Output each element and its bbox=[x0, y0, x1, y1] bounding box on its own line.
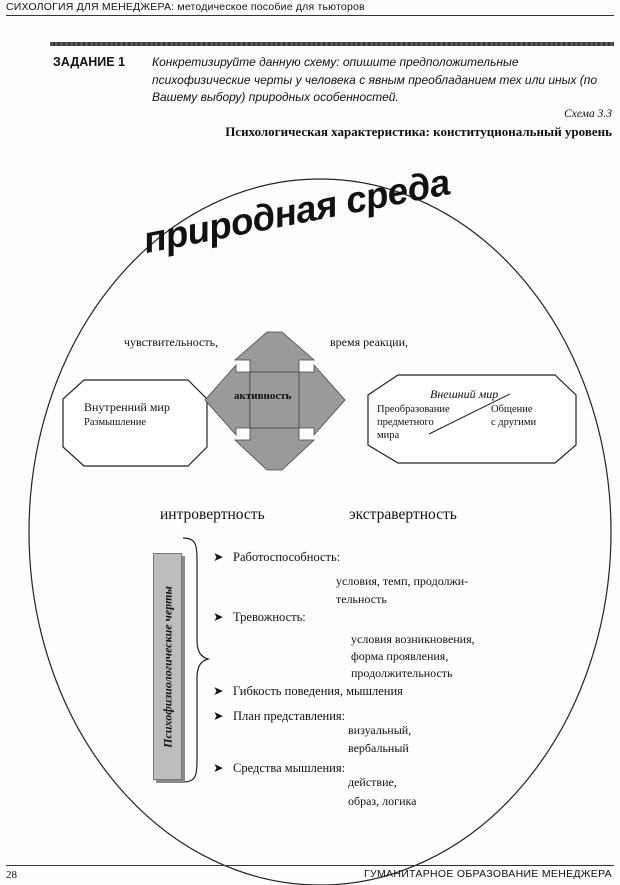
extraversion-label: экстравертность bbox=[349, 506, 457, 523]
banner-label: Психофизиологические черты bbox=[160, 585, 174, 748]
trait-title: Гибкость поведения, мышления bbox=[233, 684, 403, 698]
task-text: Конкретизируйте данную схему: опишите пр… bbox=[152, 55, 598, 104]
outer-world-title: Внешний мир bbox=[430, 387, 499, 401]
traits-brace bbox=[182, 537, 211, 783]
trait-item: ➤ План представления: bbox=[213, 708, 345, 724]
page-number: 28 bbox=[6, 869, 17, 881]
footer-text: ГУМАНИТАРНОЕ ОБРАЗОВАНИЕ МЕНЕДЖЕРА bbox=[364, 868, 612, 880]
trait-title: Работоспособность: bbox=[233, 550, 341, 564]
psychophysiological-banner: Психофизиологические черты bbox=[153, 553, 182, 780]
inner-world-box bbox=[62, 379, 208, 467]
nature-circle bbox=[28, 178, 612, 885]
outer-world-left-line: мира bbox=[377, 430, 400, 441]
trait-detail: действие, bbox=[348, 775, 397, 789]
outer-world-slash bbox=[428, 393, 511, 435]
trait-item: ➤ Средства мышления: bbox=[213, 760, 345, 776]
activity-cross-arrow bbox=[204, 331, 346, 471]
trait-item: ➤ Тревожность: bbox=[213, 609, 306, 625]
outer-world-box bbox=[367, 374, 577, 464]
header-rule bbox=[6, 15, 614, 16]
sensitivity-label: чувствительность, bbox=[124, 335, 219, 349]
trait-item: ➤ Работоспособность: bbox=[213, 549, 340, 565]
running-header: СИХОЛОГИЯ ДЛЯ МЕНЕДЖЕРА: методическое по… bbox=[6, 1, 365, 13]
right-arrowhead-icon: ➤ bbox=[213, 709, 224, 723]
scheme-caption: Психологическая характеристика: конститу… bbox=[225, 124, 612, 139]
trait-detail: визуальный, bbox=[348, 723, 412, 737]
trait-title: План представления: bbox=[233, 709, 346, 723]
trait-detail: условия, темп, продолжи- bbox=[336, 574, 469, 588]
section-band bbox=[50, 42, 614, 46]
task-label: ЗАДАНИЕ 1 bbox=[53, 55, 126, 69]
outer-world-left-line: предметного bbox=[377, 417, 434, 428]
footer-rule bbox=[6, 865, 614, 866]
trait-detail: форма проявления, bbox=[351, 649, 449, 663]
trait-detail: продолжительность bbox=[351, 666, 453, 680]
scheme-number: Схема 3.3 bbox=[564, 108, 612, 120]
inner-world-title: Внутренний мир bbox=[84, 400, 170, 414]
trait-detail: тельность bbox=[336, 592, 387, 606]
trait-detail: образ, логика bbox=[348, 794, 417, 808]
trait-title: Тревожность: bbox=[233, 610, 306, 624]
trait-title: Средства мышления: bbox=[233, 761, 346, 775]
trait-detail: условия возникновения, bbox=[351, 632, 475, 646]
trait-item: ➤ Гибкость поведения, мышления bbox=[213, 683, 403, 699]
outer-world-right-line: с другими bbox=[491, 417, 537, 428]
right-arrowhead-icon: ➤ bbox=[213, 761, 224, 775]
outer-world-right-line: Общение bbox=[491, 404, 533, 415]
introversion-label: интровертность bbox=[160, 506, 265, 523]
activity-label: активность bbox=[234, 390, 292, 402]
outer-world-left-line: Преобразование bbox=[377, 404, 450, 415]
right-arrowhead-icon: ➤ bbox=[213, 610, 224, 624]
inner-world-subtitle: Размышление bbox=[84, 417, 147, 428]
right-arrowhead-icon: ➤ bbox=[213, 684, 224, 698]
right-arrowhead-icon: ➤ bbox=[213, 550, 224, 564]
trait-detail: вербальный bbox=[348, 741, 409, 755]
reaction-time-label: время реакции, bbox=[330, 335, 408, 349]
